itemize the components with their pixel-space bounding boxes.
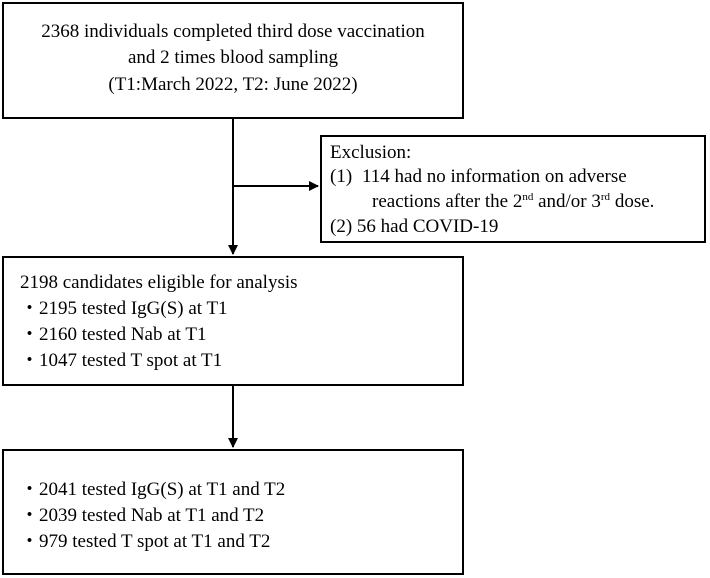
exclusion-box: Exclusion: (1) 114 had no information on… — [320, 135, 706, 243]
eligible-box: 2198 candidates eligible for analysis ・2… — [2, 256, 464, 386]
followup-box: ・2041 tested IgG(S) at T1 and T2 ・2039 t… — [2, 449, 464, 575]
exclusion-item-1-number: (1) — [330, 166, 353, 187]
exclusion-item-1-line-2: reactions after the 2nd and/or 3rd dose. — [372, 191, 654, 213]
exclusion-item-1-line-1: 114 had no information on adverse — [362, 166, 627, 187]
exclusion-text-a: reactions after the 2 — [372, 191, 523, 212]
enrolled-line-1: 2368 individuals completed third dose va… — [41, 21, 425, 42]
exclusion-text-c: dose. — [610, 191, 655, 212]
followup-item: ・2041 tested IgG(S) at T1 and T2 — [20, 479, 286, 500]
followup-item: ・2039 tested Nab at T1 and T2 — [20, 505, 265, 526]
enrolled-line-2: and 2 times blood sampling — [127, 47, 339, 68]
eligible-item: ・1047 tested T spot at T1 — [20, 350, 223, 371]
exclusion-text-b: and/or 3 — [533, 191, 601, 212]
enrolled-line-3: (T1:March 2022, T2: June 2022) — [108, 74, 358, 95]
exclusion-title: Exclusion: — [330, 142, 412, 163]
exclusion-item-2: (2) 56 had COVID-19 — [330, 216, 499, 237]
followup-item: ・979 tested T spot at T1 and T2 — [20, 531, 271, 552]
eligible-item: ・2195 tested IgG(S) at T1 — [20, 298, 228, 319]
enrolled-box: 2368 individuals completed third dose va… — [2, 2, 464, 119]
eligible-title: 2198 candidates eligible for analysis — [20, 272, 298, 293]
ordinal-rd: rd — [600, 191, 611, 203]
eligible-item: ・2160 tested Nab at T1 — [20, 324, 207, 345]
ordinal-nd: nd — [522, 191, 534, 203]
